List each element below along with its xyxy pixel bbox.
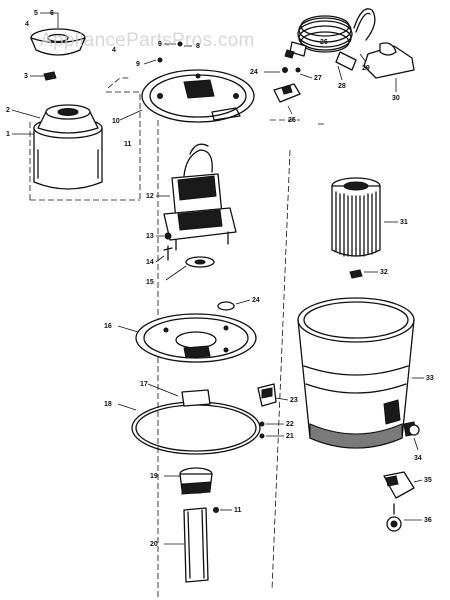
label-9b: 9 [158,41,162,48]
part-caster-housing [383,471,423,499]
part-filter-ring [117,383,261,455]
part-mounting-plate [119,69,255,123]
part-float-valve [257,383,289,407]
label-11b: 11 [234,507,242,514]
label-4: 4 [25,21,29,28]
label-10: 10 [112,118,120,125]
label-14: 14 [146,259,154,266]
part-screws-top [143,41,192,65]
label-24: 24 [250,69,258,76]
label-16: 16 [104,323,112,330]
label-32: 32 [380,269,388,276]
label-24b: 24 [252,297,260,304]
label-6: 6 [50,10,54,17]
part-drain-plug [403,421,420,451]
part-handle [353,8,376,63]
part-caster [386,503,422,532]
part-hose [284,15,357,81]
part-tank [297,297,424,449]
label-19: 19 [150,473,158,480]
label-1: 1 [6,131,10,138]
label-27: 27 [314,75,322,82]
label-17: 17 [140,381,148,388]
label-23b: 23 [290,397,298,404]
part-float-tube [164,507,209,583]
part-clip [30,71,57,81]
label-3: 3 [24,73,28,80]
label-8: 8 [196,43,200,50]
part-hose-adapter [264,67,313,115]
label-11: 11 [124,141,132,148]
label-13: 13 [146,233,154,240]
watermark: AppliancePartsPros.com [40,30,255,51]
part-baffle-plate [117,313,257,363]
label-35: 35 [424,477,432,484]
label-29: 29 [362,65,370,72]
part-motor [156,143,237,251]
part-number-labels: 5 6 4 3 2 1 4 9 9 8 10 11 12 13 14 15 16… [6,10,434,548]
part-float-cage [164,467,213,495]
label-20: 20 [150,541,158,548]
label-34: 34 [414,455,422,462]
label-12: 12 [146,193,154,200]
label-31: 31 [400,219,408,226]
part-nozzle [363,42,415,92]
label-25: 25 [288,117,296,124]
label-28: 28 [338,83,346,90]
part-top-cap [30,12,86,56]
part-filter-clip [349,269,378,279]
label-9: 9 [136,61,140,68]
part-washers [155,232,215,281]
label-21: 21 [286,433,294,440]
label-30: 30 [392,95,400,102]
label-22: 22 [286,421,294,428]
label-36: 36 [424,517,432,524]
part-cartridge-filter [331,177,398,257]
label-5: 5 [34,10,38,17]
label-2: 2 [6,107,10,114]
label-15: 15 [146,279,154,286]
label-26: 26 [320,39,328,46]
label-4b: 4 [112,47,116,54]
label-33: 33 [426,375,434,382]
label-18: 18 [104,401,112,408]
part-gasket-small [217,299,251,311]
part-motor-cover [11,104,103,190]
